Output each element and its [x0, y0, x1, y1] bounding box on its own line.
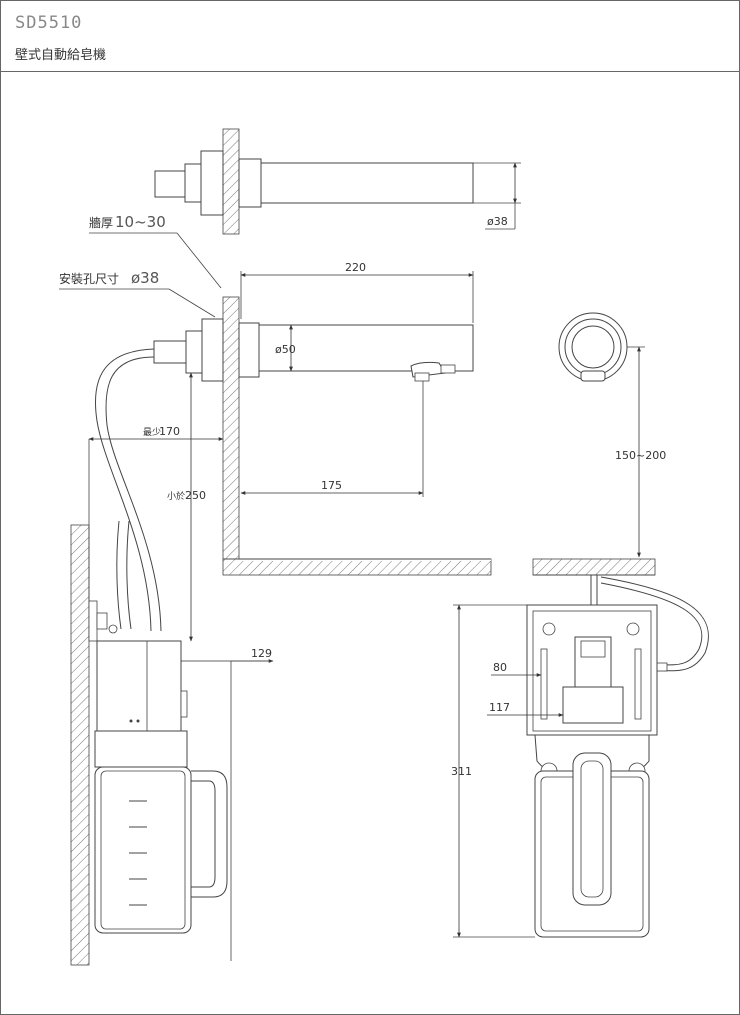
width-80-label: 80	[493, 661, 507, 674]
hole-size-label: 安裝孔尺寸	[59, 271, 119, 286]
width-129-label: 129	[251, 647, 272, 660]
height-150-200-label: 150~200	[615, 449, 666, 462]
left-tank-unit: 129	[70, 524, 274, 966]
model-number: SD5510	[15, 13, 83, 33]
callouts: 牆厚 10~30 安裝孔尺寸 ø38	[59, 213, 222, 318]
wall-thickness-value: 10~30	[115, 213, 166, 231]
right-tank-unit: 80 117 311	[451, 558, 709, 938]
min-250-prefix: 小於	[167, 490, 185, 502]
dia-50-label: ø50	[275, 343, 296, 356]
top-spout-view: ø38	[154, 128, 521, 235]
min-170-prefix: 最少	[143, 427, 161, 438]
product-name: 壁式自動給皂機	[15, 48, 107, 63]
title-block: SD5510 壁式自動給皂機	[1, 1, 739, 72]
width-117-label: 117	[489, 701, 510, 714]
min-170-label: 170	[159, 425, 180, 438]
min-250-label: 250	[185, 489, 206, 502]
height-311-label: 311	[451, 765, 472, 778]
length-220-label: 220	[345, 261, 366, 274]
hole-size-value: ø38	[131, 269, 159, 287]
pipe-dia-top-label: ø38	[487, 215, 508, 228]
side-section-view: 220 ø50 175 最少 170 小於 250	[88, 261, 492, 642]
front-view: 150~200	[558, 312, 666, 558]
wall-thickness-label: 牆厚	[89, 215, 113, 230]
spout-175-label: 175	[321, 479, 342, 492]
